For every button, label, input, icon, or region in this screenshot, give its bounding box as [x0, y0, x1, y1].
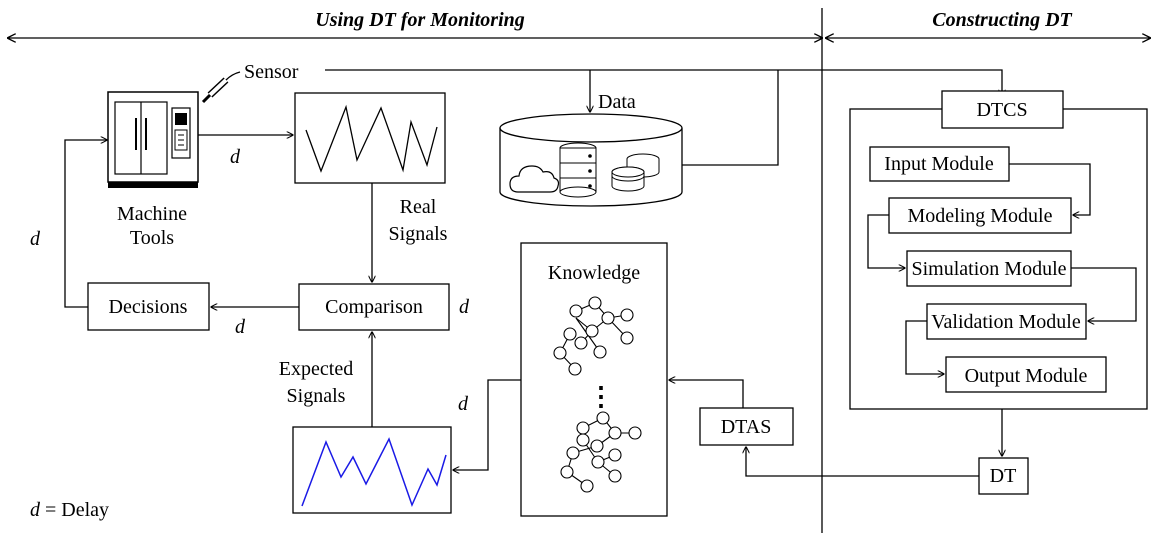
header-using-dt: Using DT for Monitoring — [315, 9, 525, 31]
delay-label-feedback: d — [30, 228, 41, 250]
decisions-label: Decisions — [109, 296, 188, 318]
real-signals-label-2: Signals — [389, 223, 448, 245]
expected-signal-box — [292, 426, 452, 514]
data-label: Data — [598, 91, 636, 113]
machine-tools-label-2: Tools — [130, 227, 174, 249]
knowledge-label: Knowledge — [548, 262, 640, 284]
knowledge-to-expected-arrow — [453, 379, 521, 470]
delay-label-knowledge: d — [458, 393, 469, 415]
validation-to-output-arrow — [905, 320, 944, 374]
delay-label-comparison: d — [459, 296, 470, 318]
database-to-dtcs-line — [682, 70, 779, 166]
input-module-label: Input Module — [884, 153, 994, 175]
dtcs-label: DTCS — [976, 99, 1027, 121]
expected-signals-label-2: Signals — [287, 385, 346, 407]
output-module-box — [945, 356, 1107, 393]
dtcs-box — [941, 90, 1064, 129]
modeling-module-label: Modeling Module — [908, 205, 1053, 227]
sensor-label: Sensor — [244, 61, 299, 83]
expected-signals-label-1: Expected — [279, 358, 353, 380]
knowledge-box — [520, 242, 668, 517]
database-icon — [499, 113, 683, 207]
simulation-module-box — [906, 250, 1072, 287]
output-module-label: Output Module — [965, 365, 1088, 387]
real-signal-waveform — [305, 104, 438, 173]
comparison-label: Comparison — [325, 296, 423, 318]
machine-tools-label-1: Machine — [117, 203, 187, 225]
delay-legend: d = Delay — [30, 499, 109, 521]
dt-box — [978, 457, 1029, 495]
input-to-modeling-arrow — [1009, 163, 1091, 215]
machine-tool-icon — [107, 91, 199, 188]
modeling-to-simulation-arrow — [867, 214, 905, 268]
expected-signal-waveform — [301, 437, 447, 508]
sensor-to-dtcs-arrow — [325, 69, 1002, 96]
input-module-box — [869, 146, 1010, 182]
real-signals-label-1: Real — [400, 196, 437, 218]
dtas-box — [699, 407, 794, 446]
delay-label-machine: d — [230, 146, 241, 168]
dtas-to-knowledge-arrow — [669, 380, 744, 408]
simulation-module-label: Simulation Module — [912, 258, 1067, 280]
delay-label-decisions: d — [235, 316, 246, 338]
sensor-icon — [201, 71, 241, 104]
cloud-icon — [509, 165, 560, 193]
dt-label: DT — [990, 465, 1017, 487]
knowledge-ellipsis: ⋮ — [588, 382, 614, 411]
real-signal-box — [294, 92, 446, 184]
dt-to-dtas-arrow — [746, 447, 979, 477]
decisions-to-machine-arrow — [64, 140, 107, 308]
validation-module-label: Validation Module — [931, 311, 1081, 333]
simulation-to-validation-arrow — [1071, 267, 1137, 321]
header-constructing-dt: Constructing DT — [932, 9, 1072, 31]
dtas-label: DTAS — [721, 416, 772, 438]
decisions-box — [87, 282, 210, 331]
knowledge-graph-icon — [553, 296, 642, 493]
